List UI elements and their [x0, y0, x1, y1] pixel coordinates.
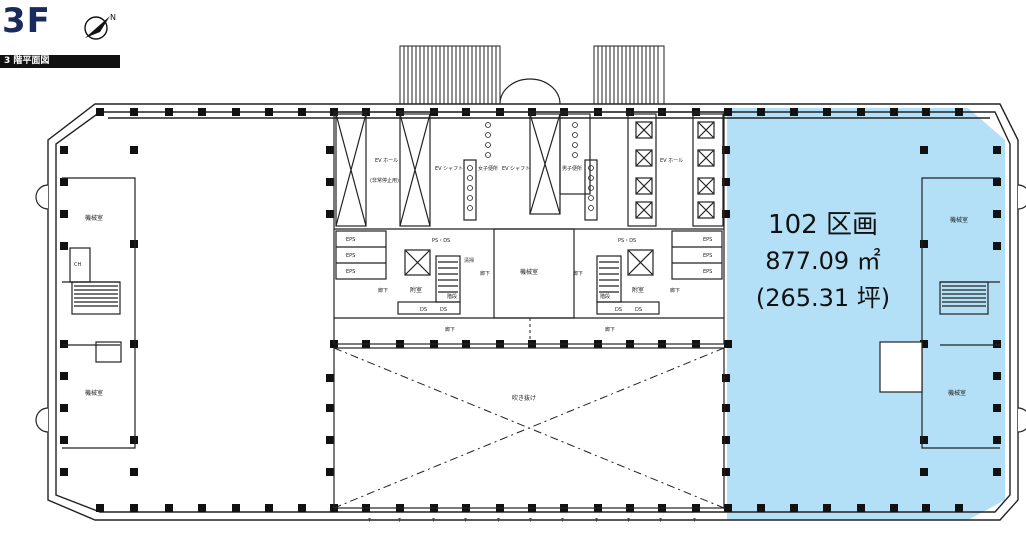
west-machine-room-lower: 機械室: [85, 389, 103, 397]
svg-text:T: T: [397, 518, 402, 524]
svg-text:T: T: [463, 518, 468, 524]
east-machine-room-upper: 機械室: [950, 216, 968, 224]
east-machine-room-lower: 機械室: [948, 389, 966, 397]
cleaning-label: 清掃: [464, 257, 474, 264]
corridor-left-label: 廊下: [378, 287, 388, 294]
corridor-south-right-label: 廊下: [605, 326, 615, 333]
svg-text:N: N: [110, 13, 116, 22]
ev-hall-right-label: EV ホール: [660, 158, 683, 164]
eps-left-2: EPS: [346, 253, 355, 259]
eps-left-1: EPS: [346, 237, 355, 243]
ev-hall-note-label: (非常停止用): [370, 177, 399, 184]
svg-text:T: T: [560, 518, 565, 524]
ev-hall-left-label: EV ホール: [375, 158, 398, 164]
eps-right-2: EPS: [703, 253, 712, 259]
side-bumps: [35, 184, 1026, 433]
svg-text:T: T: [692, 518, 697, 524]
antechamber-left-label: 附室: [410, 286, 422, 294]
eps-right-3: EPS: [703, 269, 712, 275]
corridor-center-right-label: 廊下: [573, 270, 583, 277]
central-machine-room-label: 機械室: [520, 268, 538, 276]
eps-left-3: EPS: [346, 269, 355, 275]
ps-ds-left-label: PS・DS: [432, 238, 450, 244]
floor-plan-subtitle: 3 階平面図: [0, 55, 120, 68]
ps-ds-right-label: PS・DS: [618, 238, 636, 244]
rooftop-dome: [499, 78, 561, 105]
void-area: [333, 347, 725, 509]
east-core: [879, 177, 1000, 449]
ds-left-2: DS: [440, 307, 447, 313]
west-machine-room-upper: 機械室: [85, 214, 103, 222]
eps-right-1: EPS: [703, 237, 712, 243]
antechamber-right-label: 附室: [632, 286, 644, 294]
svg-text:T: T: [367, 518, 372, 524]
ds-right-1: DS: [615, 307, 622, 313]
svg-text:T: T: [496, 518, 501, 524]
ev-shaft-center-label: EV シャフト: [502, 166, 530, 172]
ds-right-2: DS: [635, 307, 642, 313]
corridor-center-left-label: 廊下: [480, 270, 490, 277]
north-arrow-icon: N: [84, 13, 116, 40]
building-outline: [47, 103, 1019, 521]
womens-toilet-label: 女子便所: [478, 165, 498, 172]
void-label: 吹き抜け: [512, 394, 536, 402]
stairs-right-label: 階段: [600, 293, 610, 300]
svg-text:T: T: [626, 518, 631, 524]
west-ch-label: CH: [74, 262, 81, 268]
louvre-right: [593, 45, 665, 105]
svg-text:T: T: [658, 518, 663, 524]
tenant-area-info: 102 区画 877.09 ㎡ (265.31 坪): [728, 208, 918, 316]
corridor-right-label: 廊下: [670, 287, 680, 294]
ds-left-1: DS: [420, 307, 427, 313]
toilet-fixtures: [467, 122, 594, 211]
tenant-area-size-m2: 877.09 ㎡: [765, 247, 881, 275]
corridor-south-left-label: 廊下: [445, 326, 455, 333]
central-core: [333, 111, 725, 345]
mens-toilet-label: 男子便所: [562, 165, 582, 172]
west-core: [62, 177, 136, 449]
tenant-area-name: 102 区画: [768, 210, 878, 240]
svg-text:T: T: [528, 518, 533, 524]
svg-text:T: T: [594, 518, 599, 524]
louvre-left: [399, 45, 501, 105]
stairs-left-label: 階段: [447, 293, 457, 300]
tenant-area-highlight[interactable]: [727, 108, 1005, 520]
floor-number: 3F: [2, 1, 51, 41]
tenant-area-size-tsubo: (265.31 坪): [755, 284, 891, 312]
svg-text:T: T: [431, 518, 436, 524]
ev-shaft-left-label: EV シャフト: [435, 166, 463, 172]
